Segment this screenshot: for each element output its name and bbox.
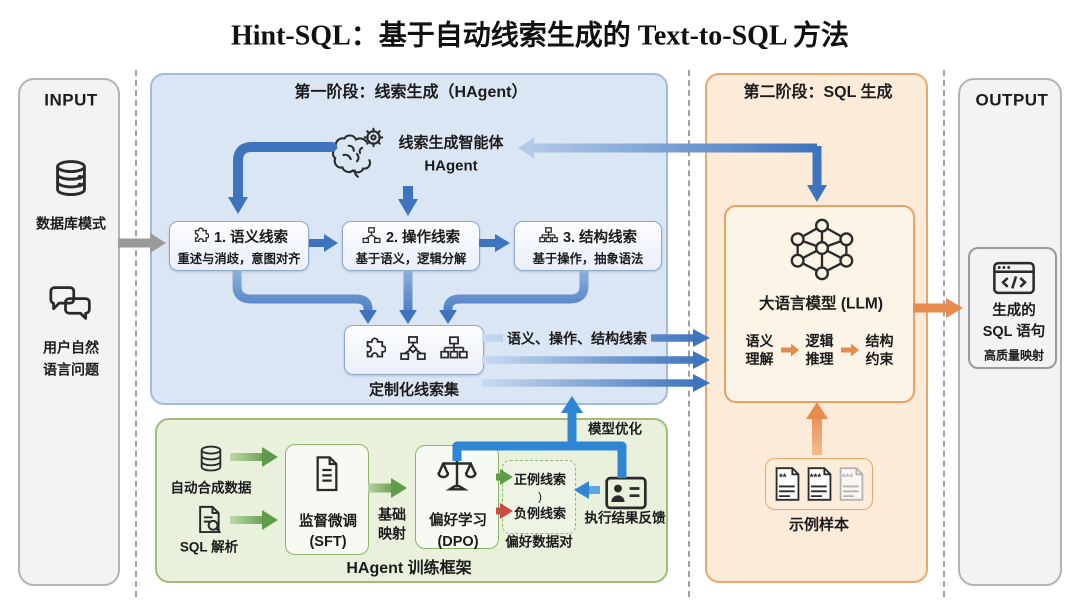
input-panel: INPUT 数据库模式 用户自然 语言问题 — [18, 78, 120, 586]
result-label-line2: SQL 语句 — [982, 323, 1046, 340]
separator-left — [135, 70, 137, 597]
llm-box: 大语言模型 (LLM) 语义理解 逻辑推理 结构约束 — [724, 205, 915, 403]
agent-label-line1: 线索生成智能体 — [398, 134, 504, 152]
operation-hint-title: 2. 操作线索 — [385, 229, 461, 246]
sql-result-box: 生成的 SQL 语句 高质量映射 — [968, 247, 1057, 369]
source-synthetic-label: 自动合成数据 — [170, 480, 252, 496]
sample-doc-faded-icon: *** — [838, 467, 865, 501]
database-icon — [197, 444, 225, 476]
dpo-label-line1: 偏好学习 — [429, 512, 487, 529]
sft-box: 监督微调 (SFT) — [285, 444, 369, 555]
result-label-line1: 生成的 — [992, 302, 1036, 319]
output-panel-title: OUTPUT — [975, 90, 1049, 110]
hints-flow-label: 语义、操作、结构线索 — [503, 330, 651, 348]
input-panel-title: INPUT — [44, 90, 98, 110]
sft-label-line1: 监督微调 — [299, 513, 357, 530]
tree-icon — [440, 336, 468, 364]
code-window-icon — [992, 259, 1036, 297]
pair-separator: ) — [538, 489, 542, 504]
flowchart-diamond-icon — [399, 336, 427, 364]
diagram-title: Hint-SQL：基于自动线索生成的 Text-to-SQL 方法 — [230, 20, 850, 52]
separator-right — [943, 70, 945, 597]
feedback-label: 执行结果反馈 — [584, 510, 666, 526]
bridge-label-line2: 映射 — [378, 525, 406, 542]
semantic-hint-box: 1. 语义线索 重述与消歧，意图对齐 — [169, 221, 309, 271]
neural-network-icon — [785, 217, 859, 281]
svg-text:**: ** — [779, 472, 787, 483]
separator-middle — [688, 70, 690, 597]
stage2-panel: 第二阶段：SQL 生成 大语言模型 (LLM) 语义理解 — [705, 73, 928, 583]
hint-set-label: 定制化线索集 — [368, 381, 460, 399]
result-badge: 高质量映射 — [983, 348, 1045, 363]
bridge-label-line1: 基础 — [378, 506, 406, 523]
svg-text:***: *** — [841, 472, 853, 483]
optimize-label: 模型优化 — [588, 421, 642, 437]
stage1-title: 第一阶段：线索生成（HAgent） — [294, 84, 528, 101]
tree-icon — [539, 226, 558, 246]
agent-label-line2: HAgent — [424, 157, 478, 175]
negative-hint-label: 负例线索 — [513, 505, 567, 521]
orange-arrow-icon — [780, 342, 800, 358]
scales-icon — [436, 454, 478, 494]
positive-hint-label: 正例线索 — [513, 471, 567, 487]
llm-step-logic: 逻辑推理 — [805, 333, 834, 368]
preference-pair-label: 偏好数据对 — [505, 534, 573, 550]
database-icon — [48, 157, 94, 203]
document-icon — [311, 455, 343, 493]
svg-text:***: *** — [809, 472, 821, 483]
puzzle-icon — [190, 226, 209, 246]
llm-step-structure: 结构约束 — [865, 333, 894, 368]
semantic-hint-title: 1. 语义线索 — [213, 229, 289, 246]
source-sql-label: SQL 解析 — [179, 539, 239, 555]
operation-hint-subtitle: 基于语义，逻辑分解 — [355, 251, 467, 266]
sample-doc-icon: ** — [774, 467, 801, 501]
training-panel-title: HAgent 训练框架 — [346, 560, 472, 577]
samples-box: ** *** *** — [765, 458, 873, 510]
structure-hint-title: 3. 结构线索 — [562, 229, 638, 246]
database-label: 数据库模式 — [36, 215, 106, 232]
flowchart-icon — [362, 226, 381, 246]
sql-parse-icon — [195, 505, 225, 537]
stage2-title: 第二阶段：SQL 生成 — [743, 84, 893, 101]
semantic-hint-subtitle: 重述与消歧，意图对齐 — [177, 251, 301, 266]
output-panel: OUTPUT 生成的 SQL 语句 高质量映射 — [958, 78, 1062, 586]
id-badge-icon — [604, 476, 648, 510]
structure-hint-subtitle: 基于操作，抽象语法 — [532, 251, 644, 266]
hint-set-box — [344, 325, 484, 375]
operation-hint-box: 2. 操作线索 基于语义，逻辑分解 — [342, 221, 480, 271]
llm-label: 大语言模型 (LLM) — [759, 295, 883, 313]
preference-pair-box: 正例线索 ) 负例线索 — [502, 460, 576, 534]
question-label-line1: 用户自然 — [43, 339, 99, 356]
samples-label: 示例样本 — [788, 516, 850, 534]
stage1-panel: 第一阶段：线索生成（HAgent） 线索生成智能体 HAgent — [150, 73, 668, 405]
sample-doc-icon: *** — [806, 467, 833, 501]
question-label-line2: 语言问题 — [43, 361, 99, 378]
chat-icon — [47, 283, 95, 327]
structure-hint-box: 3. 结构线索 基于操作，抽象语法 — [514, 221, 662, 271]
sft-label-line2: (SFT) — [309, 533, 347, 550]
orange-arrow-icon — [840, 342, 860, 358]
puzzle-icon — [360, 337, 386, 363]
dpo-label-line2: (DPO) — [437, 533, 479, 550]
llm-step-semantic: 语义理解 — [745, 333, 774, 368]
training-panel: 自动合成数据 SQL 解析 监督微调 (SFT) 基础 — [155, 418, 668, 583]
dpo-box: 偏好学习 (DPO) — [415, 445, 499, 550]
brain-gear-icon — [328, 123, 390, 185]
